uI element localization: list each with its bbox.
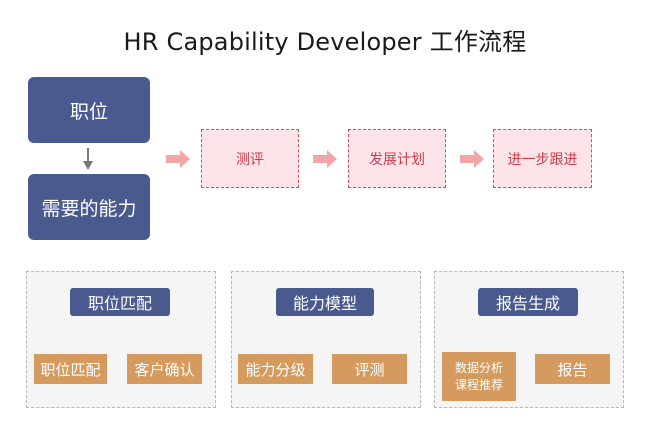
panel-3-item-1: 数据分析 课程推荐 [442,352,516,401]
step-development-plan-label: 发展计划 [369,151,425,168]
page-title: HR Capability Developer 工作流程 [123,28,527,56]
step-assessment-label: 测评 [236,151,264,168]
step-development-plan: 发展计划 [348,129,446,188]
panel-1-item-2: 客户确认 [127,354,202,384]
position-label: 职位 [69,100,108,123]
step-follow-up: 进一步跟进 [493,129,592,188]
panel-3-item-2: 报告 [535,354,610,384]
panel-2-header: 能力模型 [276,288,374,316]
arrow-right-icon [166,150,190,168]
step-assessment: 测评 [201,129,299,188]
needed-ability-node: 需要的能力 [28,174,150,240]
panel-1-header: 职位匹配 [70,288,170,316]
panel-1-item-2-label: 客户确认 [134,360,195,379]
panel-3-header-label: 报告生成 [495,294,560,313]
position-node: 职位 [28,77,150,143]
arrow-right-icon [313,150,337,168]
panel-2-item-2: 评测 [332,354,407,384]
panel-3-item-1-line-2: 课程推荐 [454,377,503,392]
panel-1-header-label: 职位匹配 [87,294,152,313]
panel-1-item-1-label: 职位匹配 [40,360,101,379]
panel-2-item-1: 能力分级 [238,354,313,384]
panel-2-header-label: 能力模型 [292,294,357,313]
step-follow-up-label: 进一步跟进 [507,151,578,168]
arrow-down-icon [83,148,93,170]
panel-3-header: 报告生成 [478,288,578,316]
arrow-right-icon [460,150,484,168]
panel-2-item-1-label: 能力分级 [245,360,306,379]
panel-1-item-1: 职位匹配 [34,354,107,384]
needed-ability-label: 需要的能力 [41,197,137,220]
panel-2-item-2-label: 评测 [354,360,385,379]
panel-3-item-1-line-1: 数据分析 [454,360,503,375]
panel-3-item-2-label: 报告 [557,360,588,379]
